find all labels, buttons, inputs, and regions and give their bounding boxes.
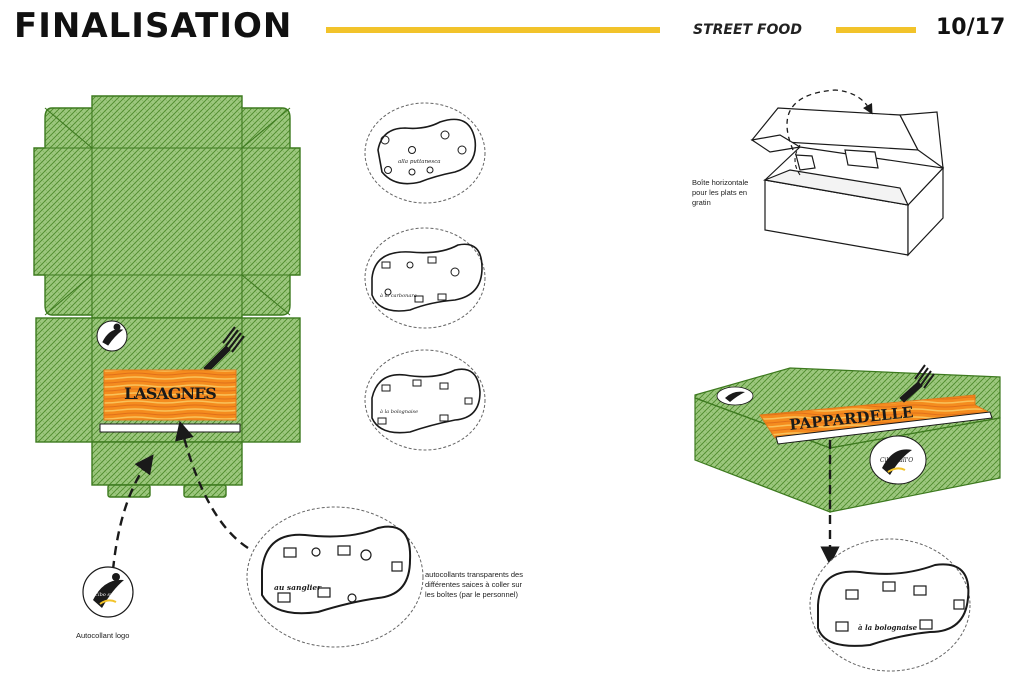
- sticker-sanglier: au sanglier: [246, 506, 424, 648]
- box-fork-icon: [899, 364, 935, 403]
- lid-arrow-lower: [794, 144, 801, 176]
- arrow-logo-to-box: [111, 454, 154, 571]
- header-rule-right: [836, 27, 916, 33]
- page-title: FINALISATION: [14, 6, 293, 46]
- box-front-logo: Cibo sull'O: [869, 435, 927, 485]
- svg-text:au sanglier: au sanglier: [274, 583, 322, 592]
- flat-box-template: [33, 95, 301, 498]
- sticker-bolognaise-large: à la bolognaise: [809, 538, 971, 672]
- box-note: Boîte horizontale pour les plats en grat…: [692, 178, 749, 207]
- sticker-carbonara: à la carbonara: [364, 227, 486, 329]
- pappardelle-label-band: [759, 394, 990, 439]
- open-box-drawing: [750, 107, 945, 257]
- svg-text:à la carbonara: à la carbonara: [380, 292, 417, 299]
- sticker-puttanesca: alla puttanesca: [364, 102, 486, 204]
- sticker-bolognaise-small: à la bolognaise: [364, 349, 486, 451]
- flat-box-logo: [96, 320, 128, 352]
- svg-text:à la bolognaise: à la bolognaise: [858, 623, 918, 632]
- lasagnes-label-band: [103, 369, 237, 421]
- header-rule-left: [326, 27, 660, 33]
- box-sticker-slot: [775, 411, 993, 445]
- logo-sticker: Cibo sull'O: [82, 566, 134, 618]
- stickers-note: autocollants transparents des différente…: [425, 570, 523, 599]
- svg-text:Cibo sull'O: Cibo sull'O: [94, 592, 122, 598]
- lasagnes-text: LASAGNES: [124, 384, 216, 403]
- sticker-logo-label: Autocollant logo: [76, 631, 130, 640]
- svg-text:alla puttanesca: alla puttanesca: [398, 159, 441, 165]
- box-top-logo: [716, 386, 754, 406]
- lid-arrow: [786, 89, 873, 151]
- svg-text:Cibo sull'O: Cibo sull'O: [880, 457, 913, 464]
- sticker-slot: [99, 423, 241, 433]
- page-number: 10/17: [936, 15, 1006, 40]
- section-label: STREET FOOD: [693, 22, 802, 38]
- svg-text:à la bolognaise: à la bolognaise: [380, 408, 418, 415]
